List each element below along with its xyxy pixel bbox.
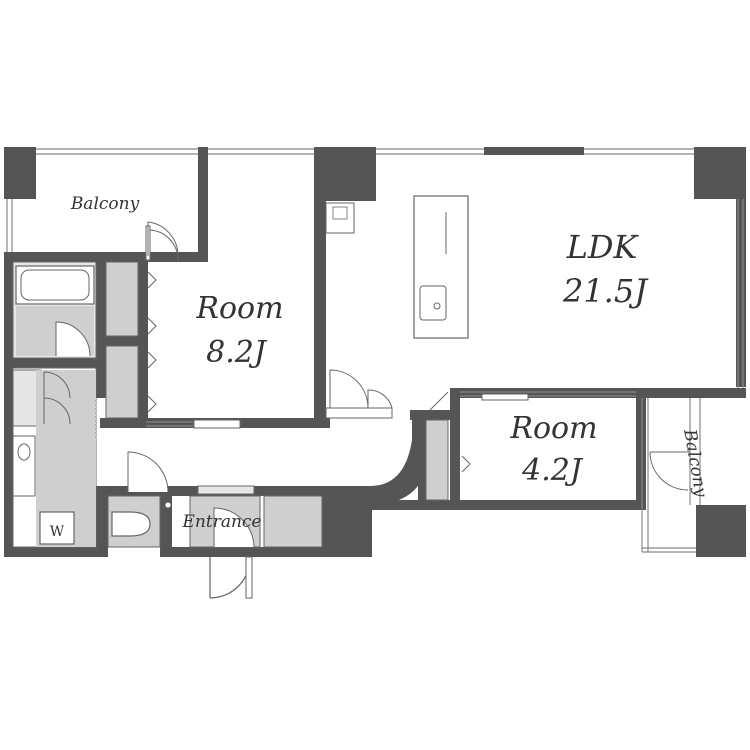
ldk-door-frame xyxy=(325,407,393,419)
washer-label: W xyxy=(50,524,65,540)
closet-upper xyxy=(105,261,139,337)
room-left-size: 8.2J xyxy=(206,335,268,370)
closet-door-marks xyxy=(147,271,157,413)
balcony-door-swing xyxy=(147,221,179,257)
room-right-size: 4.2J xyxy=(521,453,584,488)
fixtures: W xyxy=(12,195,690,599)
wall-bath-right xyxy=(96,255,106,369)
wall-closet-partition xyxy=(410,410,460,420)
storage-closet xyxy=(425,419,449,501)
entrance-step xyxy=(197,485,255,495)
kitchen-sink-drain xyxy=(433,302,441,310)
wall-top-mid xyxy=(484,147,584,155)
kitchen-sink xyxy=(419,285,447,321)
wall-closet-mid xyxy=(100,336,148,346)
wall-right-exterior xyxy=(736,147,746,387)
wall-bath-divider xyxy=(13,358,100,368)
column-bottom-right xyxy=(696,505,746,557)
toilet-bowl xyxy=(111,511,151,537)
room-left-name: Room xyxy=(195,291,283,326)
entrance-door-leaf xyxy=(245,556,253,599)
room4-sliding-door xyxy=(481,393,529,401)
diagonal-door-mark xyxy=(429,391,449,411)
wash-basin xyxy=(17,443,31,461)
windows xyxy=(6,148,744,553)
entrance-inner-door xyxy=(213,507,255,548)
wall-room4-top xyxy=(450,388,746,398)
room-labels: Balcony Room 8.2J LDK 21.5J Room 4.2J Ba… xyxy=(70,194,711,532)
washer-box xyxy=(39,511,75,545)
ldk-name: LDK xyxy=(566,228,640,266)
entrance-door-swing xyxy=(209,556,251,599)
column-top-left xyxy=(4,147,36,199)
room8-sliding-frame xyxy=(193,419,241,429)
room-right-name: Room xyxy=(509,411,597,446)
balcony-right-door-swing xyxy=(649,451,690,491)
wall-bottom-left xyxy=(4,547,107,557)
wall-bottom-entrance xyxy=(96,486,108,557)
wall-wash-right xyxy=(96,368,106,398)
wall-corridor-curve xyxy=(336,420,424,506)
closet-lower xyxy=(105,345,139,419)
wall-room4-left xyxy=(450,388,460,510)
wall-bottom-mid xyxy=(160,547,372,557)
wall-bottom-right xyxy=(372,500,642,510)
shoe-cabinet xyxy=(263,495,323,548)
wall-toilet-right xyxy=(160,492,172,557)
entrance-label: Entrance xyxy=(182,512,262,532)
wall-room4-right xyxy=(636,388,646,510)
ldk-door-swing xyxy=(329,369,393,409)
bathtub-inner xyxy=(20,269,90,301)
toilet-paper xyxy=(164,501,172,509)
wall-ldk-left xyxy=(314,147,326,428)
storage-door-mark xyxy=(461,455,471,473)
balcony-right-label: Balcony xyxy=(679,427,711,499)
wall-balcony-divider xyxy=(198,147,208,262)
bath-door-swing xyxy=(55,321,91,357)
wall-storage-left xyxy=(418,418,426,508)
ldk-size: 21.5J xyxy=(562,272,649,310)
balcony-top-label: Balcony xyxy=(70,194,140,214)
refrigerator-inner xyxy=(332,206,348,220)
toilet-door-swing xyxy=(127,451,169,493)
washroom-door-swing xyxy=(43,371,71,425)
wall-left-exterior xyxy=(4,252,13,508)
